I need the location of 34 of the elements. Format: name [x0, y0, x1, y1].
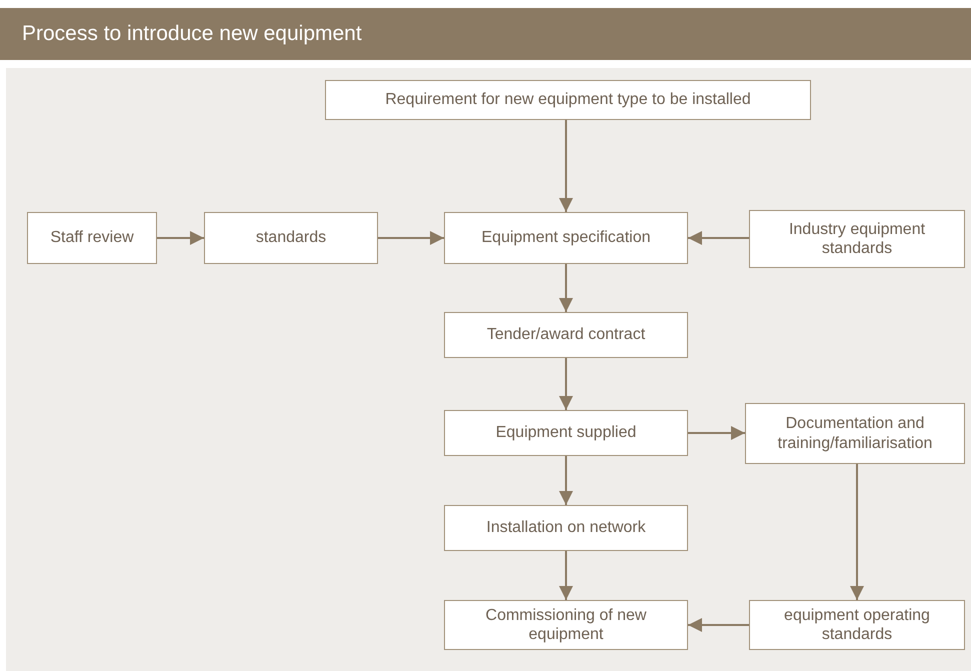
arrow	[850, 464, 864, 600]
arrow	[688, 426, 745, 440]
process-box	[444, 505, 688, 551]
arrow	[559, 264, 573, 312]
title: Process to introduce new equipment	[22, 22, 362, 46]
arrow	[559, 551, 573, 600]
box-label: Tender/award contract	[486, 325, 646, 345]
process-box	[325, 80, 811, 120]
process-box	[745, 403, 965, 464]
arrow	[688, 231, 749, 245]
arrow	[688, 618, 749, 632]
box-label: Commissioning of new equipment	[484, 606, 648, 644]
process-box	[444, 312, 688, 358]
arrow	[559, 120, 573, 212]
box-label: Industry equipment standards	[788, 220, 926, 258]
process-box	[444, 600, 688, 650]
process-box	[204, 212, 378, 264]
arrow	[559, 358, 573, 410]
process-box	[749, 600, 965, 650]
box-label: Equipment specification	[482, 228, 650, 248]
process-box	[27, 212, 157, 264]
box-label: Installation on network	[486, 518, 646, 538]
process-box	[749, 210, 965, 268]
box-label: equipment operating standards	[783, 606, 931, 644]
arrow	[157, 231, 204, 245]
box-label: Staff review	[50, 228, 134, 248]
process-box	[444, 410, 688, 456]
arrow	[559, 456, 573, 505]
box-label: Equipment supplied	[496, 423, 636, 443]
box-label: standards	[256, 228, 326, 248]
process-box	[444, 212, 688, 264]
box-label: Documentation and training/familiarisation	[776, 414, 934, 453]
arrow	[378, 231, 444, 245]
box-label: Requirement for new equipment type to be installed	[385, 90, 751, 110]
